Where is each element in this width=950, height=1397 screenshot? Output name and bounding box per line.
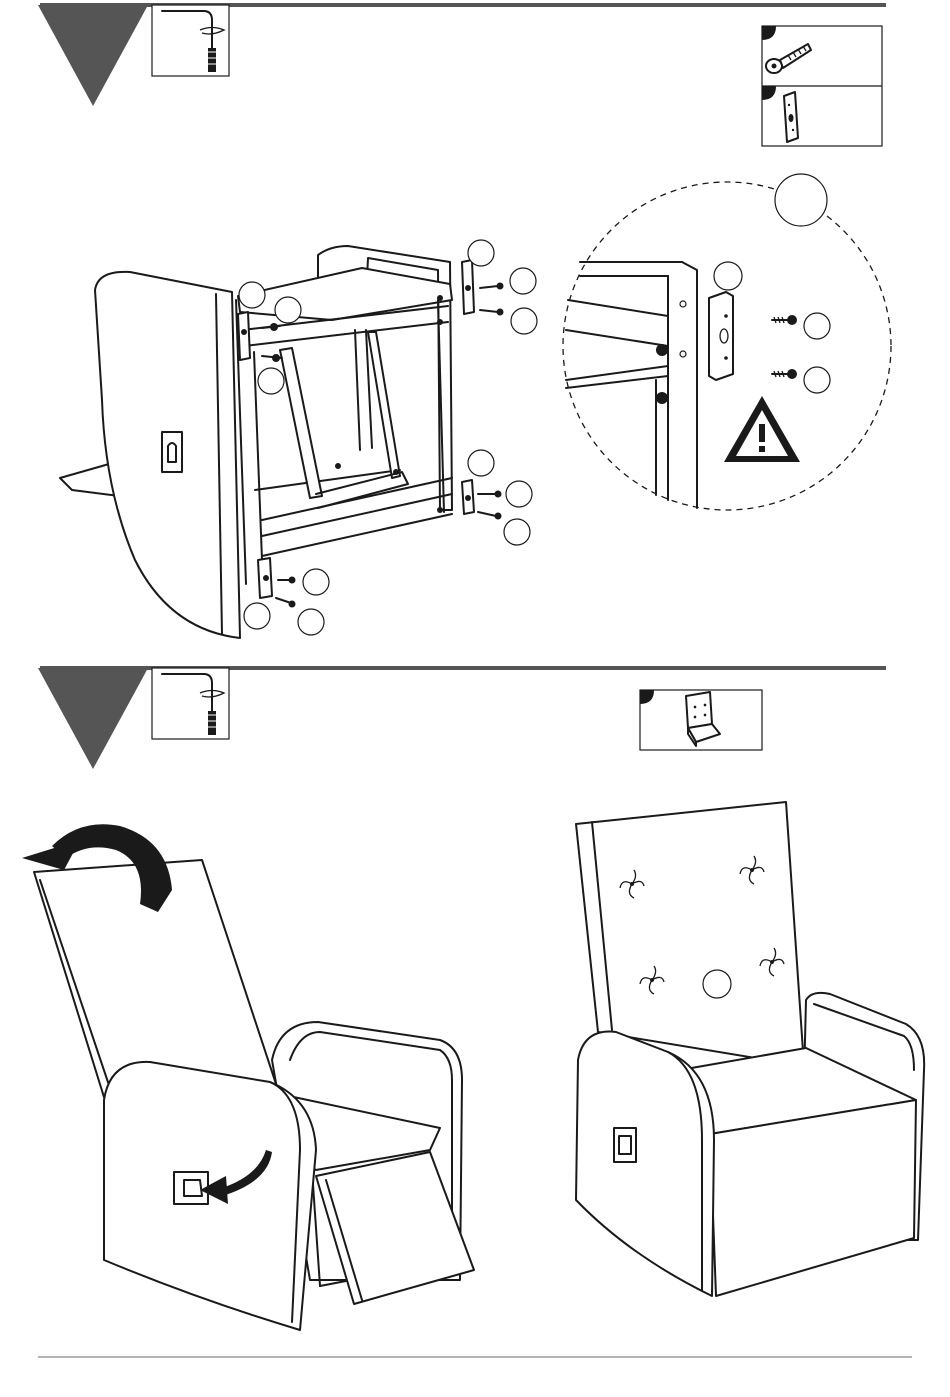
step-2-header	[38, 668, 886, 769]
frame-bracket-4	[258, 558, 272, 598]
allen-key-icon	[152, 5, 229, 76]
bolts	[262, 283, 504, 608]
frame-bracket-2	[462, 260, 474, 314]
step-2-marker	[38, 668, 148, 769]
frame-bracket-3	[462, 480, 474, 514]
upright-chair	[576, 802, 924, 1296]
frame-bracket-1	[238, 312, 250, 360]
allen-key-icon	[152, 668, 229, 739]
seat-cushion-icon	[640, 690, 762, 750]
step-1-header	[38, 5, 886, 146]
chair-frame-underside	[60, 240, 537, 638]
connector-bracket-icon	[784, 92, 798, 142]
reclined-chair	[22, 824, 474, 1330]
detail-view	[563, 174, 891, 510]
parts-box	[762, 26, 882, 146]
detail-bracket	[709, 292, 733, 380]
step-1-marker	[38, 5, 148, 106]
